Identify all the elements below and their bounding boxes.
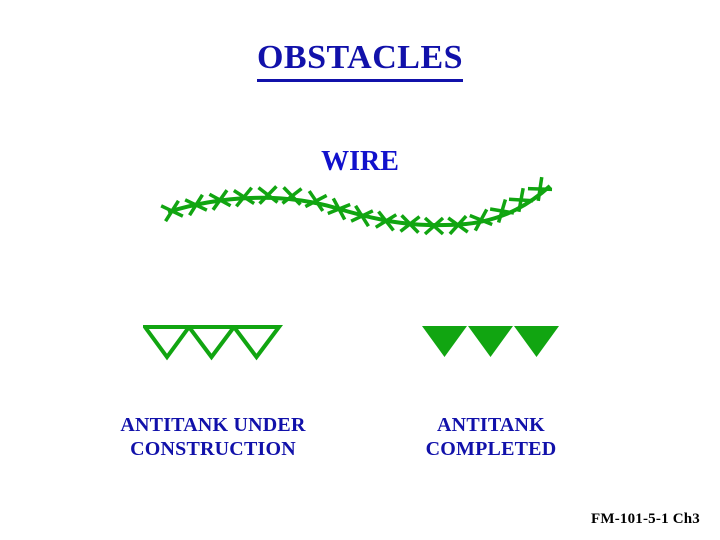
title-block: OBSTACLES: [0, 40, 720, 82]
filled-downward-triangles-icon: [422, 326, 559, 357]
obstacle-symbol-row: ANTITANK UNDER CONSTRUCTION ANTITANK COM…: [0, 325, 720, 485]
footer-reference: FM-101-5-1 Ch3: [590, 511, 700, 527]
symbol-antitank-completed: ANTITANK COMPLETED: [341, 325, 641, 462]
caption-line: ANTITANK: [437, 414, 545, 436]
barbed-wire-symbol: [150, 170, 570, 250]
caption-antitank-under-construction: ANTITANK UNDER CONSTRUCTION: [63, 413, 363, 462]
symbol-art-under-construction: [63, 325, 363, 375]
caption-line: COMPLETED: [425, 438, 557, 461]
symbol-art-completed: [341, 325, 641, 375]
caption-antitank-completed: ANTITANK COMPLETED: [341, 413, 641, 462]
caption-line: ANTITANK UNDER: [120, 414, 306, 436]
symbol-antitank-under-construction: ANTITANK UNDER CONSTRUCTION: [63, 325, 363, 462]
hollow-downward-triangles-icon: [143, 325, 283, 361]
barbed-wire-line-icon: [160, 176, 553, 236]
wire-section-heading: WIRE: [321, 146, 399, 177]
page-title: OBSTACLES: [256, 40, 464, 82]
caption-line: CONSTRUCTION: [130, 438, 296, 461]
